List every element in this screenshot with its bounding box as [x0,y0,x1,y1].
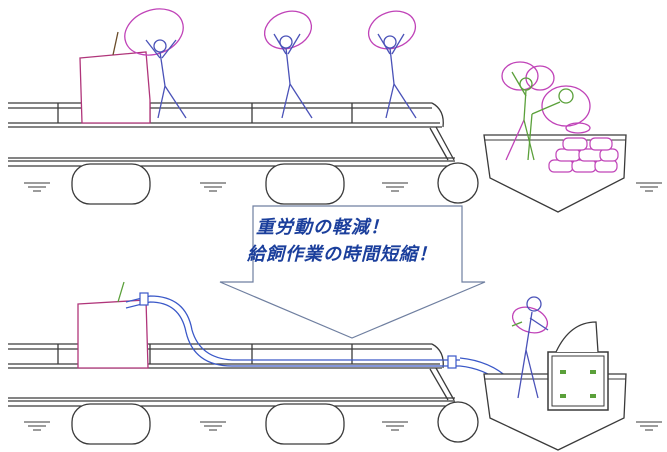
top-boat-worker-bending [527,85,591,161]
down-arrow [219,205,486,339]
top-worker-3 [367,10,417,119]
top-boat-worker-lifting [501,61,555,161]
top-worker-2 [263,10,313,119]
bottom-float-1 [71,403,151,445]
top-float-2 [265,163,345,205]
bottom-float-2 [265,403,345,445]
caption-line-2: 給飼作業の時間短縮！ [247,244,437,265]
caption-line-1: 重労動の軽減！ [256,217,389,238]
bottom-scene [8,281,663,451]
top-worker-1 [124,8,187,119]
bottom-boat-worker [511,296,549,399]
top-end-wheel [437,162,479,204]
top-float-1 [71,163,151,205]
bottom-feeder-machine [547,351,609,411]
top-feed-box [79,51,151,124]
top-feed-sacks [548,137,619,173]
top-scene [8,8,663,213]
bottom-end-wheel [437,401,479,443]
bottom-walkway [8,343,455,407]
bottom-feed-box [77,299,149,369]
